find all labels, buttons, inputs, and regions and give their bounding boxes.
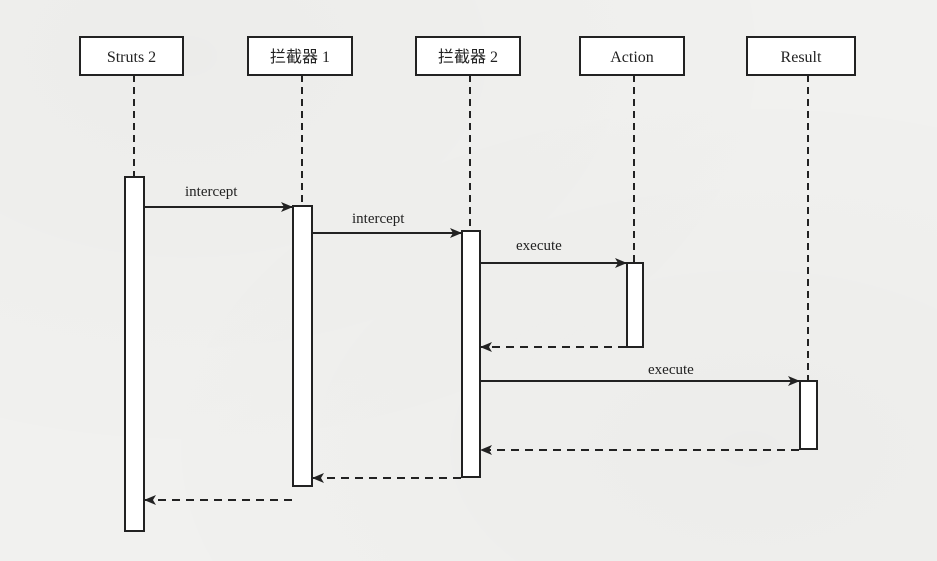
message-label: intercept [185, 184, 238, 200]
activation-result [799, 380, 818, 450]
activation-struts2 [124, 176, 145, 532]
activation-interceptor2 [461, 230, 481, 478]
activation-action [626, 262, 644, 348]
participant-interceptor2: 拦截器 2 [415, 36, 521, 76]
participant-label-struts2: Struts 2 [107, 49, 156, 66]
participant-action: Action [579, 36, 685, 76]
message-label: execute [648, 362, 694, 378]
participant-struts2: Struts 2 [79, 36, 184, 76]
participant-label-interceptor1: 拦截器 1 [270, 48, 330, 66]
participant-label-interceptor2: 拦截器 2 [438, 48, 498, 66]
activation-interceptor1 [292, 205, 313, 487]
participant-interceptor1: 拦截器 1 [247, 36, 353, 76]
message-2: intercept [312, 211, 462, 238]
participant-label-action: Action [610, 49, 654, 66]
message-label: execute [516, 238, 562, 254]
participant-result: Result [746, 36, 856, 76]
message-3: execute [480, 238, 627, 268]
message-5: execute [480, 362, 800, 386]
message-1: intercept [144, 184, 293, 212]
message-label: intercept [352, 211, 405, 227]
participant-label-result: Result [781, 49, 822, 66]
